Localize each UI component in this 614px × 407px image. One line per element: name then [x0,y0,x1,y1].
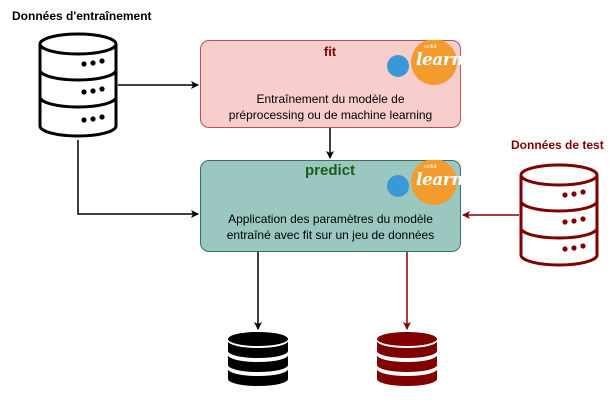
scikit-learn-logo-icon [387,159,457,205]
training-database-icon [38,32,118,138]
predict-description-line1: Application des paramètres du modèle [228,212,433,226]
logo-wordmark: learn [416,170,464,190]
scikit-learn-logo-fit: scikit learn [384,39,464,86]
output-database-red-icon [377,332,437,386]
logo-small-text: scikit [424,44,437,50]
fit-title: fit [323,44,337,59]
predict-title: predict [304,162,355,179]
fit-description: Entraînement du modèle de préprocessing … [210,91,451,123]
output-database-black-icon [228,332,288,386]
predict-description-line2: entraîné avec fit sur un jeu de données [226,228,435,242]
logo-wordmark: learn [416,50,464,70]
test-database-icon [519,163,599,267]
fit-description-line2: préprocessing ou de machine learning [228,108,433,122]
predict-description: Application des paramètres du modèle ent… [210,211,451,243]
logo-small-text: scikit [424,164,437,170]
arrow-training-to-predict [77,140,199,218]
training-data-label: Données d'entraînement [12,9,152,23]
scikit-learn-logo-predict: scikit learn [384,159,464,206]
scikit-learn-logo-icon [387,39,457,85]
test-data-label: Données de test [511,138,604,152]
fit-description-line1: Entraînement du modèle de [256,92,405,106]
